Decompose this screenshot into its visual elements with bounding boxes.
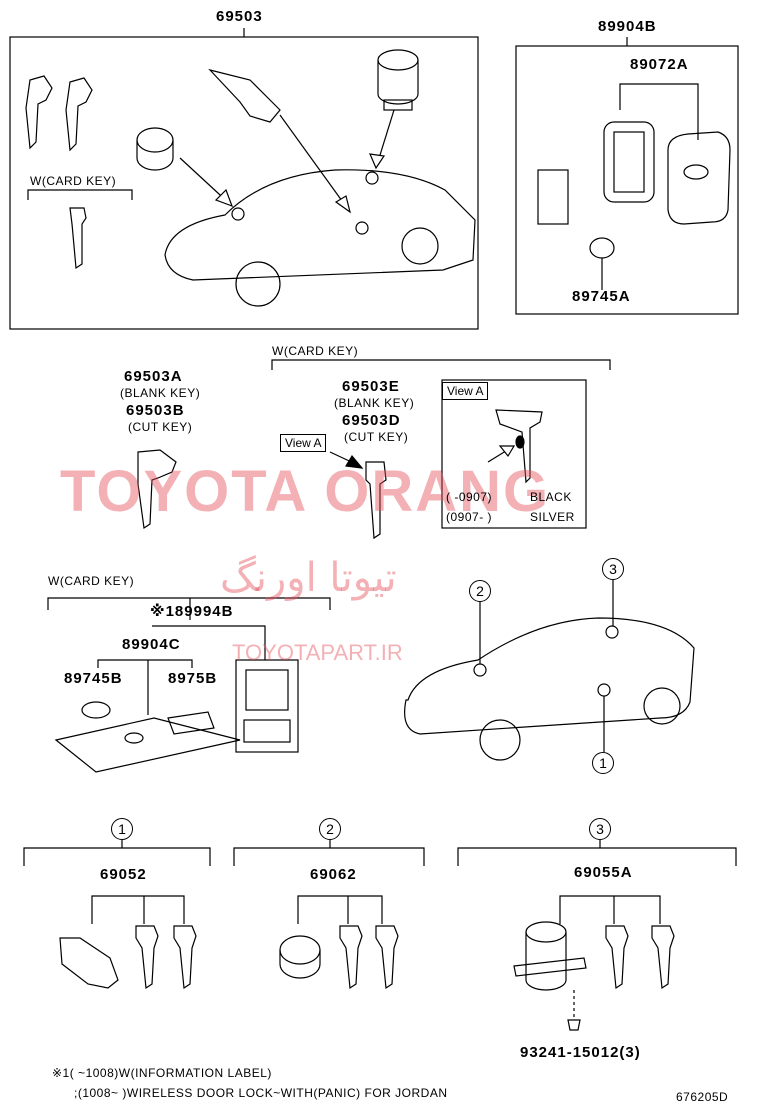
car-body-bottom (404, 617, 695, 735)
part-label-89745A: 89745A (572, 288, 631, 305)
blank-key-note: (BLANK KEY) (120, 386, 201, 400)
callout-1-car: 1 (592, 752, 614, 774)
part-label-89745B: 89745B (64, 670, 123, 687)
part-label-8975B: 8975B (168, 670, 218, 687)
cut-key-note: (CUT KEY) (128, 420, 193, 434)
variant-2-color: SILVER (530, 510, 575, 524)
view-a-tag: View A (280, 434, 327, 452)
callout-3-set: 3 (589, 818, 611, 840)
watermark-site: TOYOTAPART.IR (232, 640, 403, 665)
variant-1-range: ( -0907) (446, 490, 493, 504)
variant-1-color: BLACK (530, 490, 572, 504)
cut-key-note-2: (CUT KEY) (344, 430, 409, 444)
part-label-69503E: 69503E (342, 378, 400, 395)
card-key-note-top: W(CARD KEY) (30, 174, 117, 188)
view-a-title: View A (442, 382, 489, 400)
callout-3-car: 3 (602, 558, 624, 580)
drawing-id: 676205D (676, 1090, 729, 1104)
key-head-1 (25, 75, 53, 150)
card-emergency-key (69, 207, 87, 270)
footnote-line-2: ;(1008~ )WIRELESS DOOR LOCK~WITH(PANIC) … (74, 1086, 448, 1100)
part-label-89994B: ※189994B (150, 603, 234, 620)
watermark-persian: تیوتا اورنگ (220, 555, 397, 601)
part-label-69062: 69062 (310, 866, 357, 883)
part-label-69503: 69503 (216, 8, 263, 25)
group-89904B-frame (515, 45, 739, 315)
key-head-2 (65, 77, 93, 152)
car-body-top (164, 169, 476, 281)
part-label-69503D: 69503D (342, 412, 401, 429)
footnote-line-1: ※1( ~1008)W(INFORMATION LABEL) (52, 1066, 272, 1080)
part-label-69503A: 69503A (124, 368, 183, 385)
part-label-89072A: 89072A (630, 56, 689, 73)
blank-cut-key (137, 449, 177, 530)
part-label-89904B: 89904B (598, 18, 657, 35)
part-label-93241-15012: 93241-15012(3) (520, 1044, 641, 1061)
card-key-header-lower: W(CARD KEY) (48, 574, 135, 588)
callout-2-car: 2 (469, 580, 491, 602)
part-label-69052: 69052 (100, 866, 147, 883)
blank-key-note-2: (BLANK KEY) (334, 396, 415, 410)
callout-2-set: 2 (319, 818, 341, 840)
variant-2-range: (0907- ) (446, 510, 493, 524)
watermark-main: TOYOTA ORANG (60, 459, 551, 524)
part-label-69055A: 69055A (574, 864, 633, 881)
callout-1-set: 1 (111, 818, 133, 840)
part-label-69503B: 69503B (126, 402, 185, 419)
part-label-89904C: 89904C (122, 636, 181, 653)
card-key-header-mid: W(CARD KEY) (272, 344, 359, 358)
